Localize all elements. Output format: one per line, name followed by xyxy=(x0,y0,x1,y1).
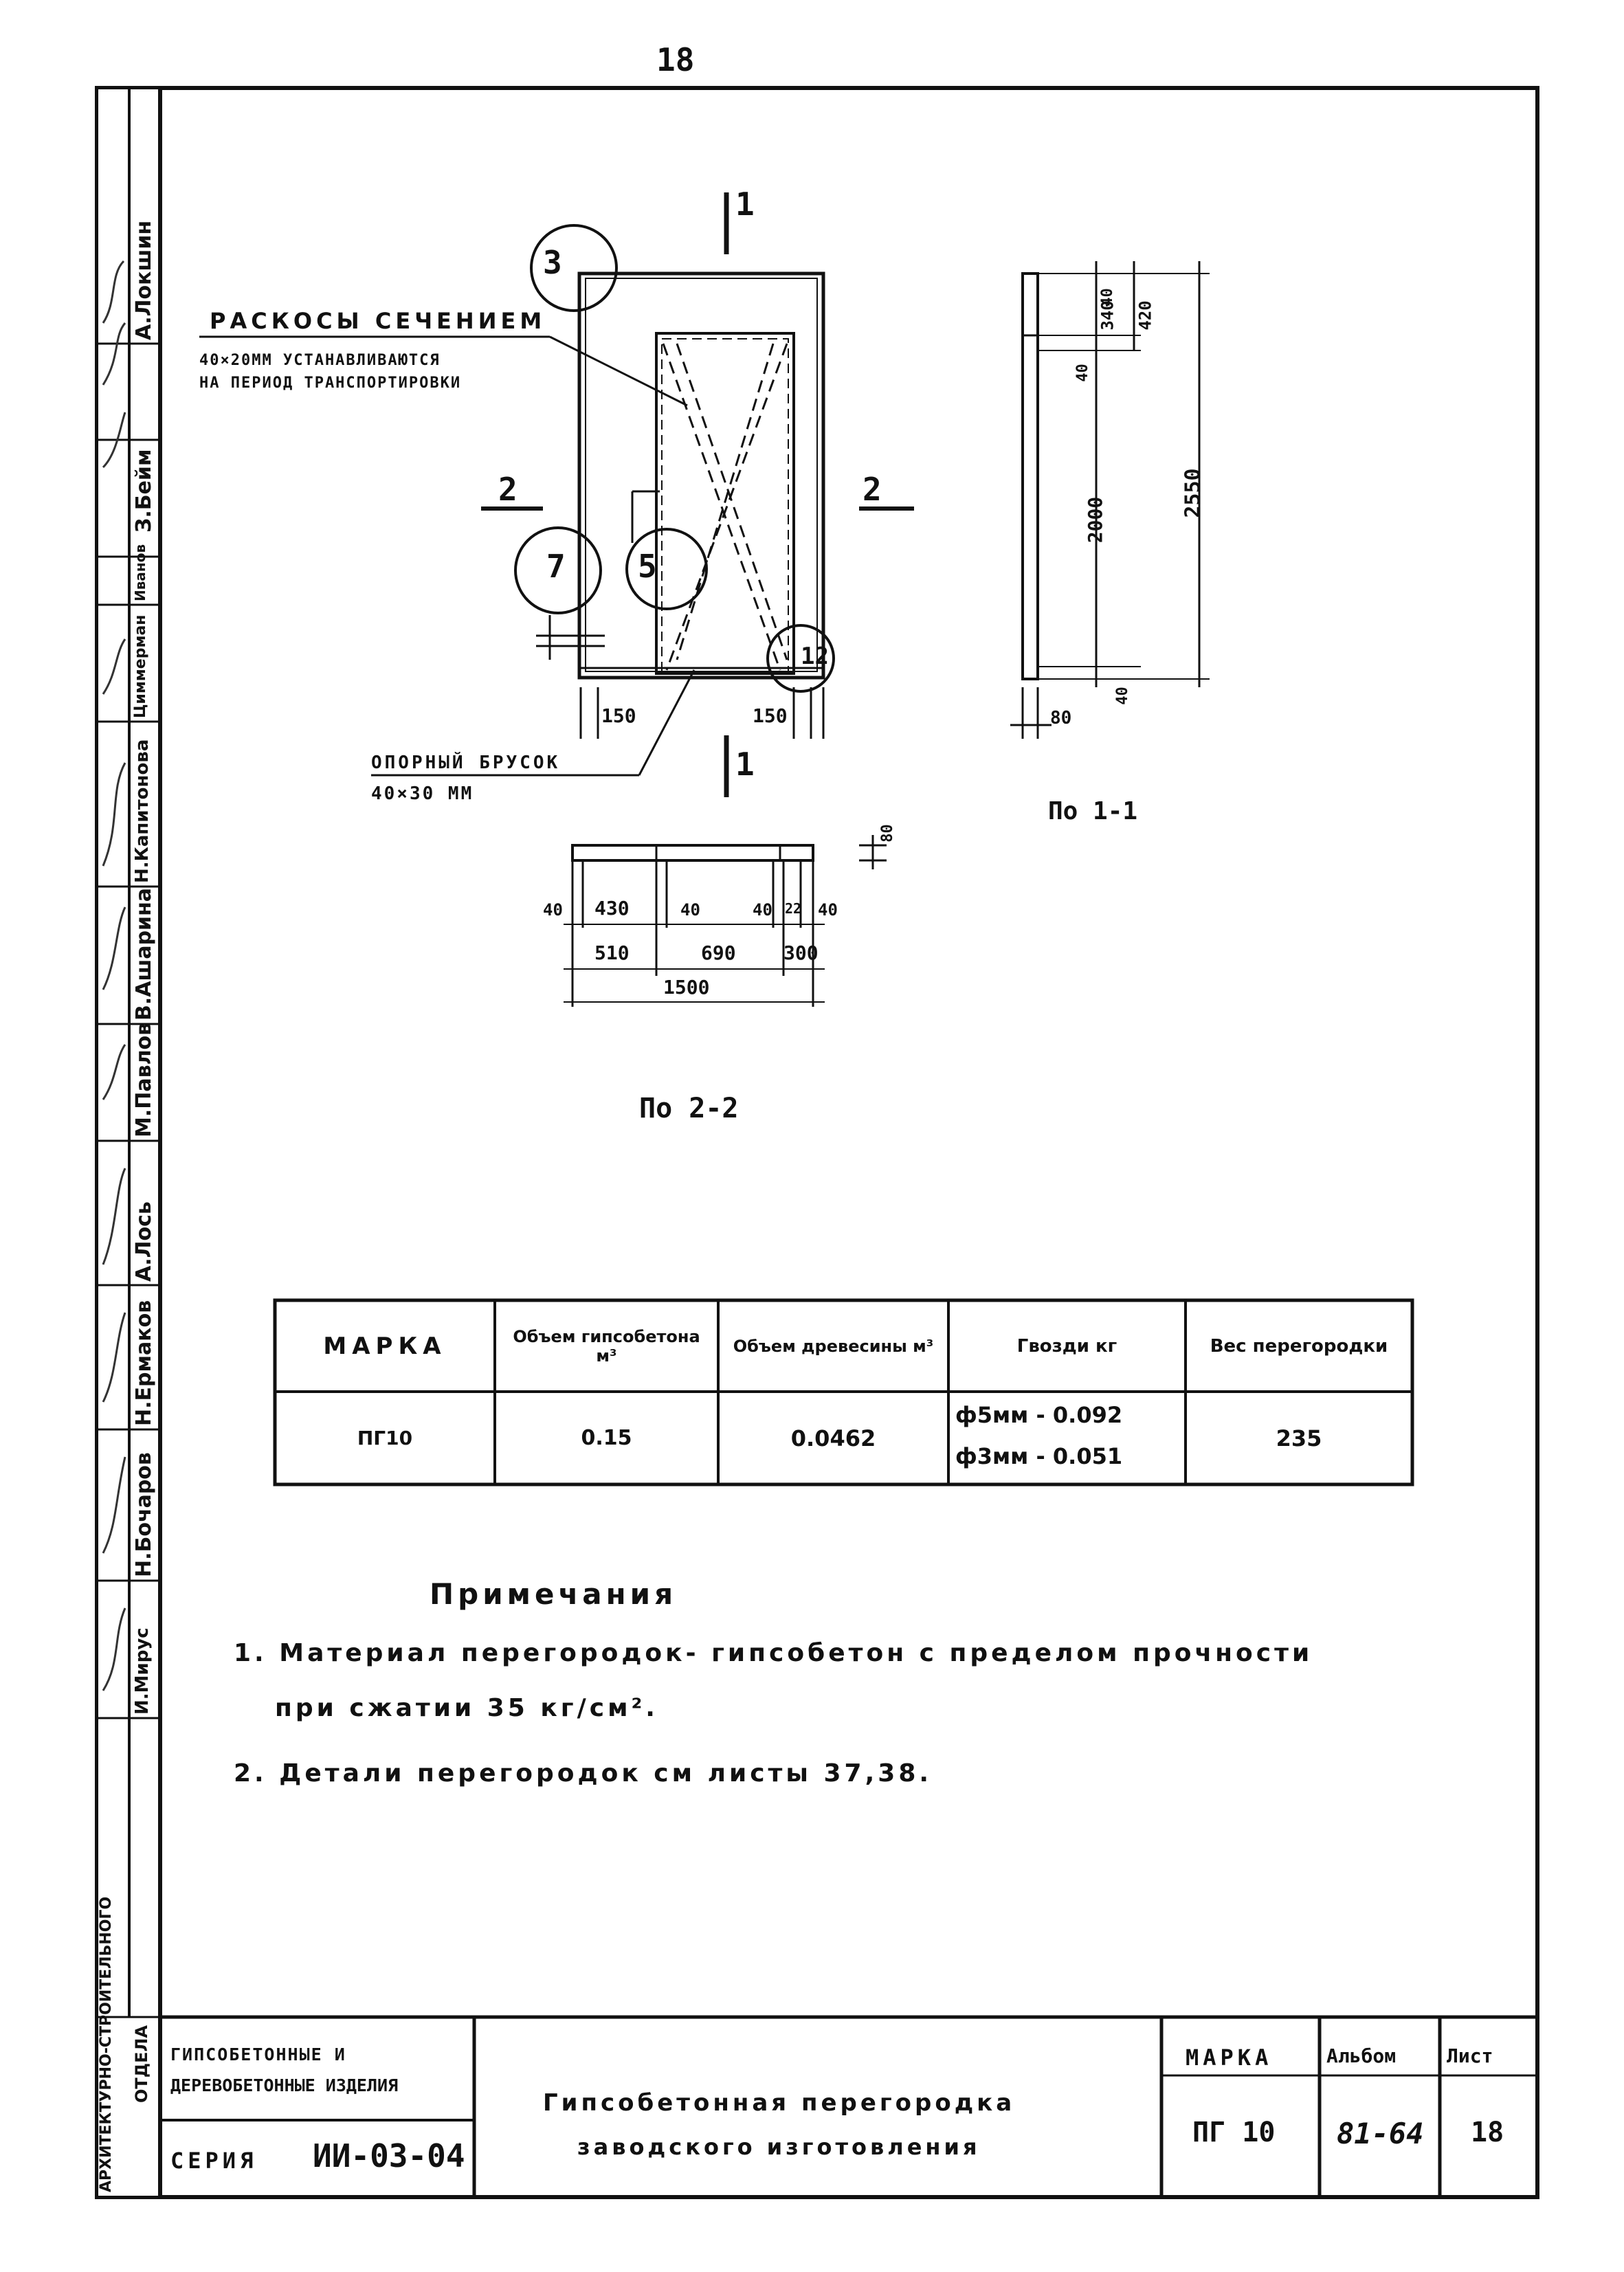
braces-note-line1: РАСКОСЫ СЕЧЕНИЕМ xyxy=(210,308,546,334)
table-header-weight: Вес перегородки xyxy=(1210,1335,1388,1357)
tb-series-label: СЕРИЯ xyxy=(170,2148,258,2174)
tb-mark-value: ПГ 10 xyxy=(1192,2117,1276,2148)
tb-name-line2: заводского изготовления xyxy=(577,2134,981,2160)
section-1-1-title: По 1-1 xyxy=(1048,797,1138,825)
callout-7-circle xyxy=(514,526,602,614)
sidebar-name-5: Н.Капитонова xyxy=(132,739,153,883)
callout-12-label: 12 xyxy=(801,643,829,670)
sidebar-name-7: М.Павлов xyxy=(132,1022,156,1137)
notes-title: Примечания xyxy=(430,1577,678,1611)
sidebar-dept-line1: АРХИТЕКТУРНО-СТРОИТЕЛЬНОГО xyxy=(98,1896,115,2192)
door-opening xyxy=(655,332,795,675)
s11-dim-420: 420 xyxy=(1135,300,1155,331)
tb-name-line1: Гипсобетонная перегородка xyxy=(543,2089,1016,2117)
table-cell-wood: 0.0462 xyxy=(790,1425,876,1451)
section-mark-left: 2 xyxy=(498,471,518,508)
sidebar-name-1: А.Локшин xyxy=(132,220,156,340)
dim-150-right: 150 xyxy=(753,704,788,727)
s11-dim-80: 80 xyxy=(1050,708,1072,728)
s22-dim-430: 430 xyxy=(594,897,630,920)
s11-dim-2550: 2550 xyxy=(1181,468,1205,518)
partition-inner xyxy=(585,278,818,672)
sidebar-dept-line2: ОТДЕЛА xyxy=(132,2025,151,2103)
notes-line1b: при сжатии 35 кг/см². xyxy=(275,1694,658,1722)
s22-dim-510: 510 xyxy=(594,942,630,964)
s22-dim-80: 80 xyxy=(878,824,896,843)
section-2-2-body xyxy=(571,844,814,862)
brace-1 xyxy=(662,343,781,671)
s11-dim-340: 340 xyxy=(1098,300,1117,331)
sidebar-name-11: И.Мирус xyxy=(132,1627,153,1715)
s22-dim-40a: 40 xyxy=(543,900,563,920)
section-mark-right: 2 xyxy=(863,471,882,508)
table-cell-nails-2: ф3мм - 0.051 xyxy=(955,1443,1123,1469)
callout-5-circle xyxy=(625,528,708,610)
brace-2 xyxy=(665,343,788,671)
s22-dim-40b: 40 xyxy=(680,900,700,920)
tb-category-line2: ДЕРЕВОБЕТОННЫЕ ИЗДЕЛИЯ xyxy=(170,2075,399,2095)
sidebar-name-10: Н.Бочаров xyxy=(132,1452,156,1577)
braces-note-line3: НА ПЕРИОД ТРАНСПОРТИРОВКИ xyxy=(199,375,462,392)
s22-dim-22: 22 xyxy=(785,900,802,917)
table-cell-gypsum: 0.15 xyxy=(581,1426,632,1450)
callout-3-circle xyxy=(530,224,618,312)
s11-dim-40-mid: 40 xyxy=(1074,364,1091,382)
tb-mark-label: МАРКА xyxy=(1186,2045,1273,2071)
page-number: 18 xyxy=(656,41,695,78)
left-strip-divider xyxy=(128,86,131,2017)
table-header-mark: МАРКА xyxy=(323,1332,447,1360)
section-2-2-title: По 2-2 xyxy=(639,1093,739,1124)
support-bar-line2: 40×30 ММ xyxy=(371,783,474,804)
table-cell-mark: ПГ10 xyxy=(357,1427,413,1449)
table-cell-nails-1: ф5мм - 0.092 xyxy=(955,1402,1123,1428)
s11-dim-2000: 2000 xyxy=(1084,496,1107,544)
tb-category-line1: ГИПСОБЕТОННЫЕ И xyxy=(170,2045,346,2064)
s11-dim-40-bottom: 40 xyxy=(1113,687,1131,705)
dim-150-left: 150 xyxy=(601,704,636,727)
braces-note-line2: 40×20ММ УСТАНАВЛИВАЮТСЯ xyxy=(199,352,441,369)
support-bar-line1: ОПОРНЫЙ БРУСОК xyxy=(371,753,561,773)
table-header-gypsum: Объем гипсобетона м³ xyxy=(513,1326,700,1366)
tb-series-value: ИИ-03-04 xyxy=(313,2137,465,2174)
s22-dim-300: 300 xyxy=(783,942,819,964)
s22-dim-1500: 1500 xyxy=(663,976,710,999)
callout-12-circle xyxy=(766,624,835,693)
s22-dim-40d: 40 xyxy=(818,900,838,920)
callout-5-label: 5 xyxy=(638,548,657,585)
table-cell-weight: 235 xyxy=(1276,1425,1322,1451)
section-mark-bottom: 1 xyxy=(735,746,755,783)
section-mark-top: 1 xyxy=(735,186,755,223)
table-header-wood: Объем древесины м³ xyxy=(733,1336,934,1356)
callout-7-label: 7 xyxy=(546,548,566,585)
sidebar-name-2: З.Бейм xyxy=(132,449,156,533)
tb-album-label: Альбом xyxy=(1326,2045,1397,2067)
tb-album-value: 81-64 xyxy=(1337,2117,1424,2150)
tb-sheet-value: 18 xyxy=(1471,2117,1504,2148)
sidebar-name-9: Н.Ермаков xyxy=(132,1300,156,1426)
table-header-nails: Гвозди кг xyxy=(1016,1335,1117,1357)
callout-3-label: 3 xyxy=(543,244,562,281)
sidebar-name-6: В.Ашарина xyxy=(132,887,156,1021)
partition-outline xyxy=(577,271,825,680)
section-1-1-body xyxy=(1021,272,1039,680)
s22-dim-690: 690 xyxy=(701,942,736,964)
sidebar-name-4: Циммерман xyxy=(132,614,149,719)
notes-line2: 2. Детали перегородок см листы 37,38. xyxy=(234,1759,933,1787)
tb-sheet-label: Лист xyxy=(1447,2045,1493,2067)
sidebar-name-8: А.Лось xyxy=(132,1201,156,1282)
s22-dim-40c: 40 xyxy=(753,900,772,920)
notes-line1: 1. Материал перегородок- гипсобетон с пр… xyxy=(234,1639,1313,1667)
sidebar-name-3: Иванов xyxy=(132,544,148,601)
